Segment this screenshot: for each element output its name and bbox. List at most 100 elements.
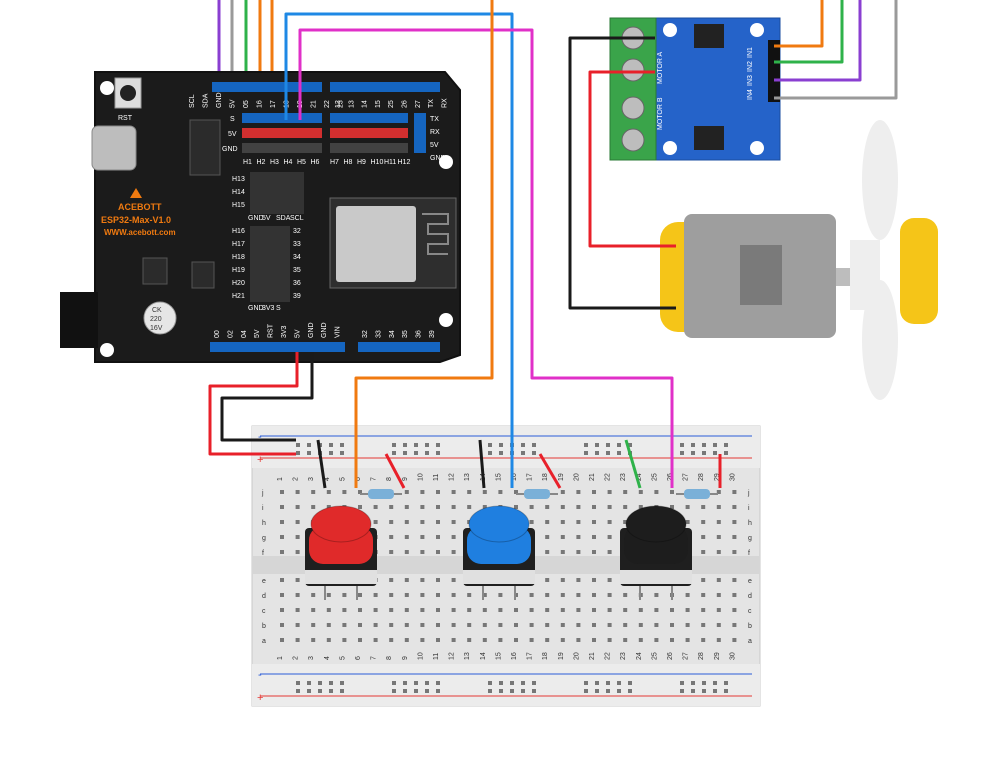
top-pin-label: 26 bbox=[402, 100, 409, 108]
column-number-top: 11 bbox=[433, 474, 440, 481]
hole bbox=[732, 550, 737, 554]
rail-hole bbox=[628, 689, 632, 693]
rail-hole bbox=[702, 681, 706, 685]
hole bbox=[467, 623, 472, 627]
column-number-top: 2 bbox=[293, 477, 300, 481]
push-button-blue bbox=[463, 505, 535, 600]
hole bbox=[529, 593, 534, 597]
wire-magenta bbox=[298, 28, 674, 488]
hole bbox=[358, 623, 362, 627]
hole bbox=[529, 623, 534, 627]
column-number-top: 24 bbox=[636, 473, 643, 481]
hole bbox=[545, 520, 550, 524]
hole bbox=[592, 550, 596, 554]
wire-motor-black bbox=[568, 36, 676, 310]
hole bbox=[701, 578, 706, 582]
column-number-bottom: 3 bbox=[308, 656, 315, 660]
rail-hole bbox=[414, 451, 418, 455]
rail-hole bbox=[617, 443, 621, 447]
column-number-top: 7 bbox=[371, 477, 378, 481]
hole bbox=[280, 490, 284, 494]
rail-hole bbox=[425, 681, 429, 685]
hole bbox=[295, 490, 300, 494]
rail-plus-bottom: + bbox=[257, 692, 263, 704]
bottom-pin-label: 36 bbox=[416, 330, 423, 338]
hole bbox=[451, 505, 456, 509]
hole bbox=[685, 608, 690, 612]
hole bbox=[373, 608, 378, 612]
hole bbox=[436, 505, 440, 509]
hole bbox=[404, 608, 409, 612]
hole bbox=[560, 608, 565, 612]
hole bbox=[420, 593, 425, 597]
wire-blue bbox=[284, 12, 514, 488]
hole bbox=[295, 550, 300, 554]
hole bbox=[482, 490, 487, 494]
column-number-top: 12 bbox=[449, 473, 456, 481]
column-number-top: 4 bbox=[324, 477, 331, 481]
column-number-top: 3 bbox=[308, 477, 315, 481]
hole bbox=[342, 638, 347, 642]
column-number-bottom: 7 bbox=[371, 656, 378, 660]
lower-row-h-label: H18 bbox=[232, 254, 245, 261]
hole bbox=[576, 535, 581, 539]
hole bbox=[654, 593, 659, 597]
hole bbox=[716, 550, 721, 554]
hole bbox=[420, 550, 425, 554]
hole bbox=[451, 608, 456, 612]
lower-col-label: 3V3 bbox=[262, 305, 275, 312]
rail-hole bbox=[436, 451, 440, 455]
rail-hole bbox=[595, 451, 599, 455]
hole bbox=[420, 623, 425, 627]
hole bbox=[607, 550, 612, 554]
hole bbox=[607, 623, 612, 627]
hole bbox=[389, 623, 394, 627]
hole bbox=[389, 608, 394, 612]
jumper-black-1 bbox=[316, 439, 327, 489]
hole bbox=[716, 535, 721, 539]
hole bbox=[326, 490, 331, 494]
hole bbox=[295, 608, 300, 612]
hole bbox=[576, 623, 581, 627]
hole bbox=[529, 505, 534, 509]
column-number-bottom: 17 bbox=[527, 652, 534, 660]
hole bbox=[716, 578, 721, 582]
column-number-bottom: 2 bbox=[293, 656, 300, 660]
url-text: WWW.acebott.com bbox=[104, 228, 176, 237]
hole bbox=[358, 505, 362, 509]
column-number-bottom: 22 bbox=[605, 652, 612, 660]
column-number-top: 25 bbox=[651, 473, 658, 481]
hole bbox=[716, 593, 721, 597]
column-number-bottom: 10 bbox=[417, 652, 424, 660]
hole bbox=[732, 623, 737, 627]
row-letter-right: g bbox=[748, 535, 752, 542]
hole bbox=[654, 490, 659, 494]
mid-col-label: SDA bbox=[276, 215, 291, 222]
hole bbox=[451, 623, 456, 627]
h-label: H5 bbox=[297, 159, 306, 166]
hole bbox=[482, 638, 487, 642]
rail-hole bbox=[532, 451, 536, 455]
rail-hole bbox=[724, 443, 728, 447]
esp32-module bbox=[329, 197, 457, 289]
hole bbox=[342, 608, 347, 612]
jumper-green bbox=[624, 439, 642, 489]
hole bbox=[545, 550, 550, 554]
bottom-pin-label: 34 bbox=[389, 330, 396, 338]
h-label: H12 bbox=[398, 159, 411, 166]
rail-hole bbox=[713, 443, 717, 447]
lower-col-label: S bbox=[276, 305, 281, 312]
hole bbox=[482, 608, 487, 612]
hole bbox=[623, 623, 628, 627]
hole bbox=[326, 638, 331, 642]
column-number-bottom: 13 bbox=[464, 652, 471, 660]
capacitor: CK 220 16V bbox=[143, 301, 177, 335]
rail-hole bbox=[488, 681, 492, 685]
rail-hole bbox=[307, 689, 311, 693]
